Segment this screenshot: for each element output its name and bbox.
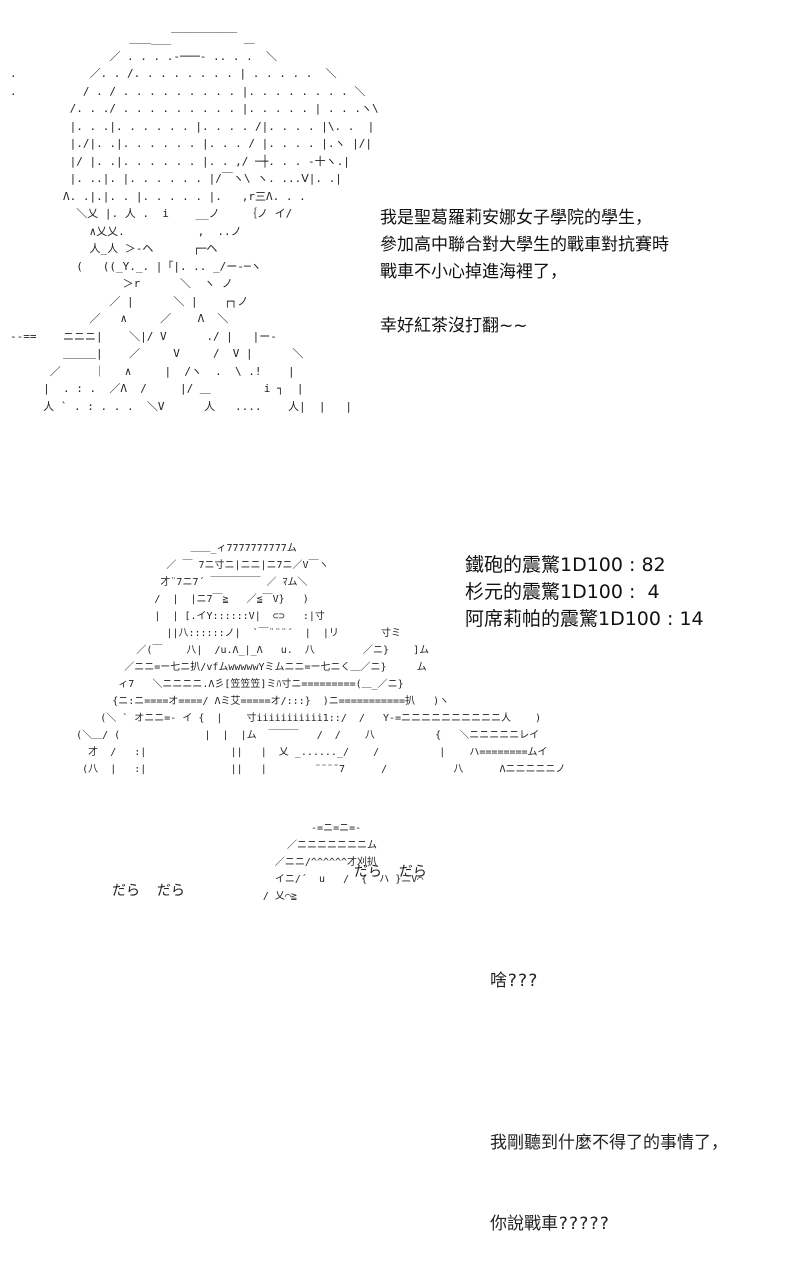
dice-roll-sugimoto: 杉元的震驚1D100 : 4	[465, 581, 660, 603]
narration-line: 我是聖葛羅莉安娜女子學院的學生，	[380, 208, 652, 228]
narration-line: 幸好紅茶沒打翻~~	[380, 316, 528, 336]
speech-text: 啥??? 我剛聽到什麼不得了的事情了， 你說戰車?????	[490, 914, 728, 1265]
dice-roll-teppou: 鐵砲的震驚1D100 : 82	[465, 554, 666, 576]
narration-line: 戰車不小心掉進海裡了，	[380, 262, 567, 282]
panel-2: ＿＿_ィ7777777777ム ／ ￣ 7ニ寸ニ|ニニ|ニ7ニ／V￣ヽ 才¨7ニ…	[0, 520, 800, 810]
speech-line: 我剛聽到什麼不得了的事情了，	[490, 1133, 728, 1153]
ascii-art-surprised-trio: ＿＿_ィ7777777777ム ／ ￣ 7ニ寸ニ|ニニ|ニ7ニ／V￣ヽ 才¨7ニ…	[76, 543, 566, 775]
ascii-art-sweating-man: -=ニ=ニ=- ／ニニニニニニニム ／ニニ/^^^^^^才刈扒 イニ/´ u /…	[10, 820, 728, 1234]
narration-line	[380, 286, 669, 313]
speech-line: 啥???	[490, 971, 538, 991]
panel-1: ＿＿___￣￣￣￣￣￣ ＿ ／ . . . .-───- .. . . ＼ . …	[0, 0, 800, 470]
ascii-art-girl-with-teacup: ＿＿___￣￣￣￣￣￣ ＿ ／ . . . .-───- .. . . ＼ . …	[10, 32, 379, 413]
dice-roll-results: 鐵砲的震驚1D100 : 82 杉元的震驚1D100 : 4 阿席莉帕的震驚1D…	[465, 553, 704, 634]
speech-line	[490, 1049, 728, 1076]
narration-text: 我是聖葛羅莉安娜女子學院的學生， 參加高中聯合對大學生的戰車對抗賽時 戰車不小心…	[380, 205, 669, 340]
sfx-dara-dara-left: だら だら	[112, 883, 185, 899]
sfx-dara-dara-right: だら だら	[354, 864, 427, 880]
dice-roll-asirpa: 阿席莉帕的震驚1D100 : 14	[465, 608, 704, 630]
narration-line: 參加高中聯合對大學生的戰車對抗賽時	[380, 235, 669, 255]
panel-3: -=ニ=ニ=- ／ニニニニニニニム ／ニニ/^^^^^^才刈扒 イニ/´ u /…	[0, 810, 800, 1234]
speech-line: 你說戰車?????	[490, 1214, 610, 1234]
